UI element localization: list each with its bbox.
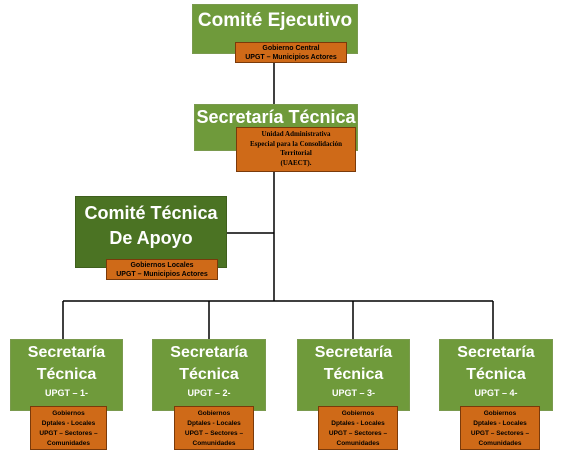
regional-sub-line: Comunidades bbox=[47, 440, 90, 447]
comite-tecnica-apoyo-sub-line: UPGT – Municipios Actores bbox=[116, 271, 208, 278]
regional-sub-line: Gobiernos bbox=[52, 410, 85, 417]
regional-sub-line: Comunidades bbox=[336, 440, 380, 447]
regional-title-line1: Secretaría bbox=[457, 344, 535, 361]
regional-code: UPGT – 4- bbox=[474, 387, 518, 398]
regional-sub-3: Gobiernos Dptales - Locales UPGT – Secto… bbox=[318, 406, 398, 450]
regional-sub-line: Gobiernos bbox=[341, 410, 375, 417]
regional-sub-line: Gobiernos bbox=[483, 410, 517, 417]
regional-sub-line: UPGT – Sectores – bbox=[184, 430, 244, 437]
comite-tecnica-apoyo-sub-line: Gobiernos Locales bbox=[130, 262, 194, 269]
regional-sub-4: Gobiernos Dptales - Locales UPGT – Secto… bbox=[460, 406, 540, 450]
secretaria-tecnica-title: Secretaría Técnica bbox=[196, 107, 356, 127]
comite-tecnica-apoyo-title-1: Comité Técnica bbox=[84, 203, 218, 223]
regional-sub-line: UPGT – Sectores – bbox=[39, 430, 98, 437]
regional-sub-line: UPGT – Sectores – bbox=[470, 430, 530, 437]
regional-sub-2: Gobiernos Dptales - Locales UPGT – Secto… bbox=[174, 406, 254, 450]
regional-sub-line: UPGT – Sectores – bbox=[328, 430, 388, 437]
comite-ejecutivo-sub: Gobierno Central UPGT – Municipios Actor… bbox=[235, 42, 347, 63]
comite-ejecutivo-title: Comité Ejecutivo bbox=[197, 10, 353, 31]
regional-title-line1: Secretaría bbox=[314, 344, 393, 361]
regional-code: UPGT – 3- bbox=[331, 387, 375, 398]
regional-box-1: Secretaría Técnica UPGT – 1- bbox=[10, 339, 123, 411]
secretaria-tecnica-sub: Unidad Administrativa Especial para la C… bbox=[236, 127, 356, 172]
regional-code: UPGT – 2- bbox=[187, 387, 231, 398]
regional-box-2: Secretaría Técnica UPGT – 2- bbox=[152, 339, 266, 411]
regional-sub-line: Dptales - Locales bbox=[41, 420, 96, 427]
secretaria-tecnica-sub-line: Especial para la Consolidación bbox=[250, 139, 342, 148]
secretaria-tecnica-sub-line: Unidad Administrativa bbox=[261, 130, 331, 138]
regional-title-line2: Técnica bbox=[466, 365, 526, 383]
comite-tecnica-apoyo-box: Comité Técnica De Apoyo bbox=[75, 196, 227, 268]
regional-sub-1: Gobiernos Dptales - Locales UPGT – Secto… bbox=[30, 406, 107, 450]
regional-title-line2: Técnica bbox=[36, 365, 97, 383]
comite-tecnica-apoyo-title-2: De Apoyo bbox=[109, 227, 193, 248]
regional-sub-line: Dptales - Locales bbox=[331, 420, 385, 427]
comite-ejecutivo-sub-line: UPGT – Municipios Actores bbox=[245, 54, 337, 61]
regional-title-line1: Secretaría bbox=[27, 344, 106, 361]
regional-sub-line: Comunidades bbox=[478, 440, 522, 447]
comite-ejecutivo-sub-line: Gobierno Central bbox=[262, 45, 320, 52]
regional-code: UPGT – 1- bbox=[44, 387, 88, 398]
regional-box-3: Secretaría Técnica UPGT – 3- bbox=[297, 339, 410, 411]
regional-title-line2: Técnica bbox=[179, 365, 239, 383]
regional-sub-line: Comunidades bbox=[192, 440, 236, 447]
secretaria-tecnica-sub-line: (UAECT). bbox=[280, 158, 312, 167]
regional-sub-line: Dptales - Locales bbox=[187, 420, 241, 427]
regional-sub-line: Gobiernos bbox=[197, 410, 231, 417]
regional-sub-line: Dptales - Locales bbox=[473, 420, 527, 427]
secretaria-tecnica-sub-line: Territorial bbox=[280, 149, 312, 157]
regional-box-4: Secretaría Técnica UPGT – 4- bbox=[439, 339, 553, 411]
comite-tecnica-apoyo-sub: Gobiernos Locales UPGT – Municipios Acto… bbox=[106, 259, 218, 280]
regional-title-line2: Técnica bbox=[323, 365, 384, 383]
regional-title-line1: Secretaría bbox=[170, 344, 248, 361]
